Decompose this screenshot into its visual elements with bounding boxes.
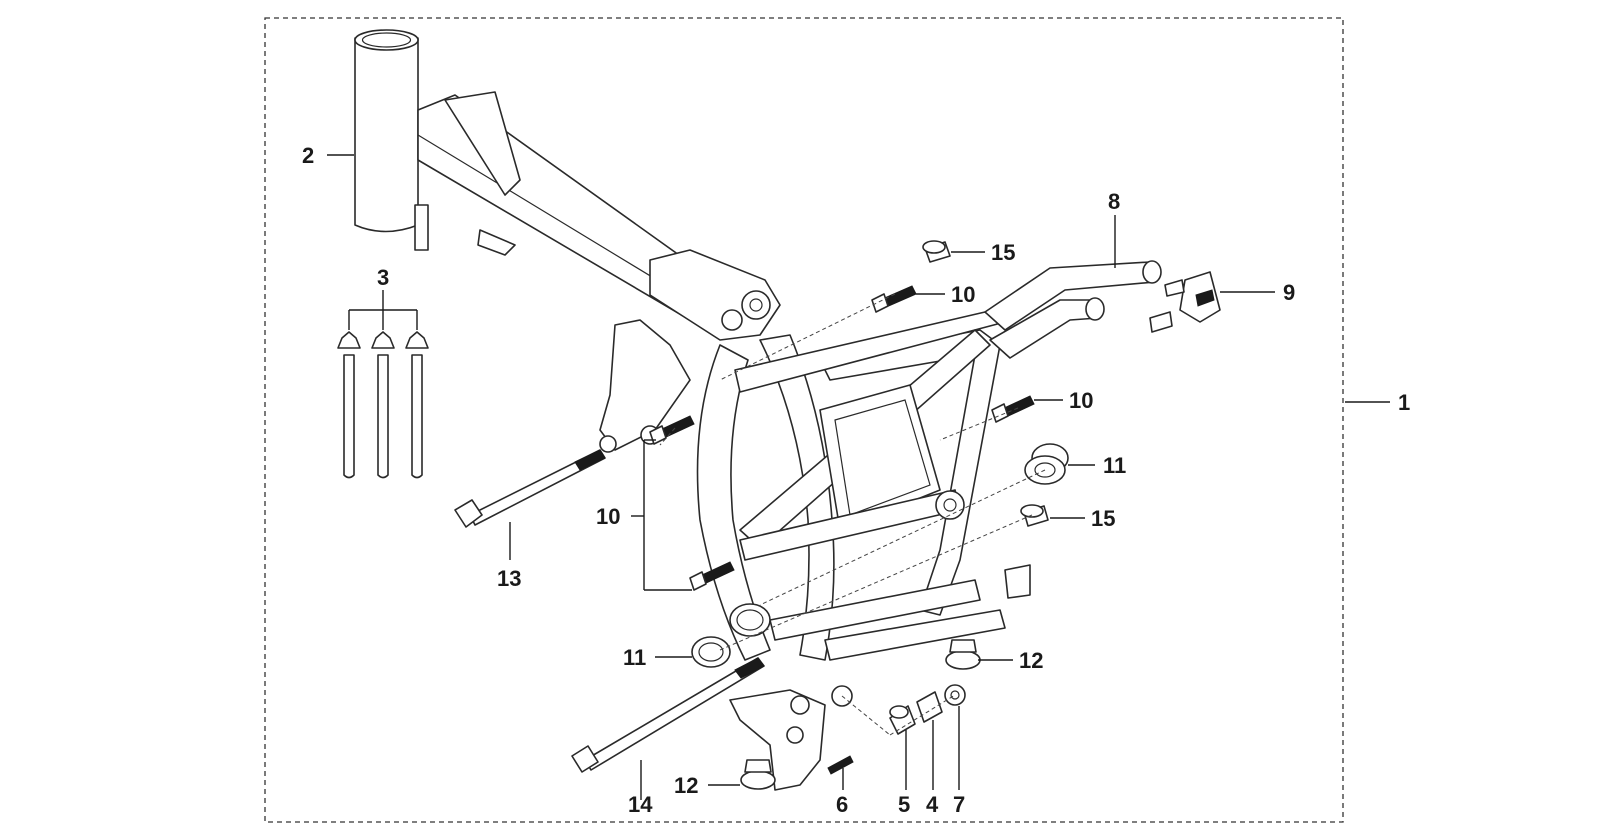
callout-11-left: 11 [623,645,646,670]
bushings [691,443,1069,668]
callout-8: 8 [1108,189,1120,214]
callout-10-left: 10 [596,504,620,529]
callout-2: 2 [302,143,314,168]
screw-6 [827,755,854,775]
callout-11-right: 11 [1103,453,1126,478]
callout-9: 9 [1283,280,1295,305]
assembly-boundary [264,17,1344,823]
callout-5: 5 [898,792,910,817]
callout-14: 14 [628,792,653,817]
long-bolt-14 [571,657,765,773]
callout-1: 1 [1398,390,1410,415]
callout-4: 4 [926,792,939,817]
spacers [889,684,966,735]
rail-end-cap [1149,271,1221,333]
callout-7: 7 [953,792,965,817]
callout-10-upper: 10 [951,282,975,307]
flange-nuts [922,240,1049,527]
callout-3: 3 [377,265,389,290]
callout-13: 13 [497,566,521,591]
long-bolts [337,331,429,479]
callout-15-lower: 15 [1091,506,1115,531]
callout-12-right: 12 [1019,648,1043,673]
callout-10-right: 10 [1069,388,1093,413]
grommets [740,639,981,790]
main-frame [354,29,1162,791]
callout-15-upper: 15 [991,240,1015,265]
alignment-lines [659,293,1046,736]
callout-labels: 1 2 3 4 5 6 7 8 9 10 10 10 11 11 12 12 1… [302,143,1410,817]
long-bolt-13 [454,449,606,528]
callout-12-left: 12 [674,773,698,798]
callout-6: 6 [836,792,848,817]
leader-lines [327,154,1390,800]
